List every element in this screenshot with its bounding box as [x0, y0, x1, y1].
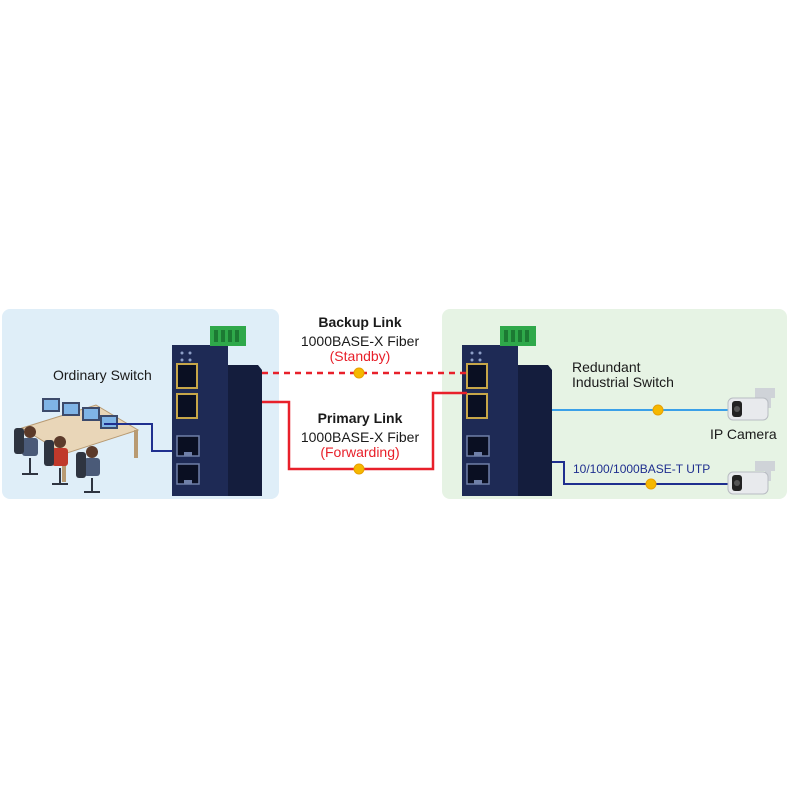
backup-link-title: Backup Link	[318, 314, 402, 330]
backup-link-medium: 1000BASE-X Fiber	[300, 333, 420, 349]
ethernet-cable-left	[104, 423, 178, 452]
primary-link-medium: 1000BASE-X Fiber	[300, 429, 420, 445]
redundant-switch-label-line1: Redundant	[572, 359, 641, 375]
ip-bullet-camera-icon	[727, 461, 775, 495]
primary-link-node	[353, 463, 365, 475]
control-room-operators-icon	[14, 398, 140, 493]
industrial-switch-icon	[172, 326, 262, 496]
utp-link-label: 10/100/1000BASE-T UTP	[573, 462, 711, 476]
backup-link-state: (Standby)	[329, 348, 391, 364]
primary-link-title: Primary Link	[317, 410, 403, 426]
redundant-switch-label-line2: Industrial Switch	[572, 374, 674, 390]
utp-link-node	[645, 478, 657, 490]
backup-link-node	[353, 367, 365, 379]
industrial-switch-icon	[462, 326, 552, 496]
primary-link-state: (Forwarding)	[320, 444, 400, 460]
camera-link-node	[652, 404, 664, 416]
ip-camera-label: IP Camera	[710, 426, 777, 442]
ip-bullet-camera-icon	[727, 388, 775, 421]
ordinary-switch-label: Ordinary Switch	[53, 367, 152, 383]
